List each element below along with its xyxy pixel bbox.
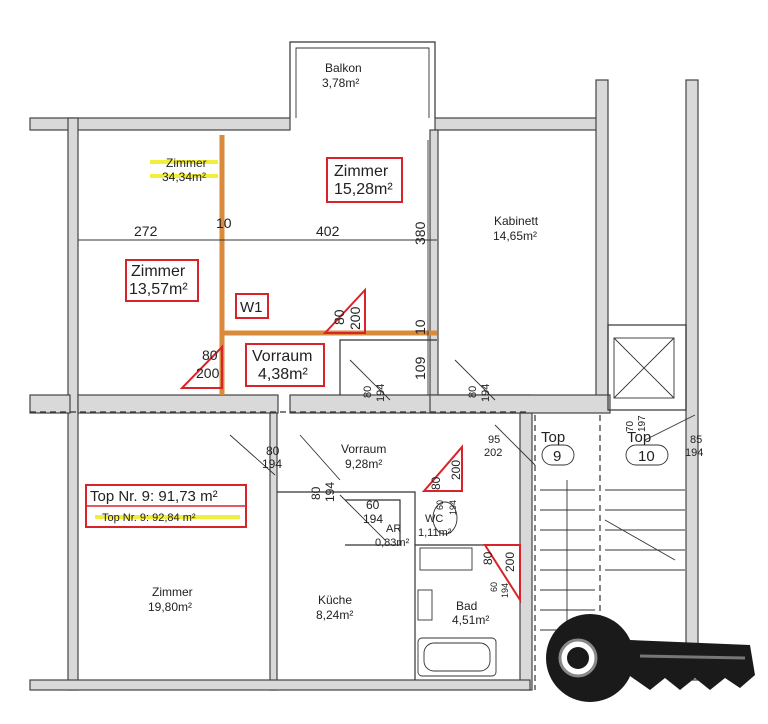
balcony	[289, 41, 436, 118]
door-w: 80	[266, 444, 280, 458]
dim-10b: 10	[412, 319, 428, 335]
door-h: 194	[448, 500, 458, 515]
door-h: 202	[484, 447, 502, 459]
red-door-markers	[179, 287, 521, 604]
door-h: 194	[480, 384, 492, 402]
door-h: 197	[637, 415, 648, 432]
door-w: 80	[309, 486, 323, 500]
vorraum-name: Vorraum	[341, 442, 386, 456]
kabinett-name: Kabinett	[494, 214, 539, 228]
vorraum-small-name: Vorraum	[252, 348, 312, 365]
door-w: 95	[488, 434, 500, 446]
door-w: 80	[467, 386, 479, 398]
door-w: 80	[331, 309, 347, 325]
door-h: 200	[449, 460, 463, 480]
ar-area: 0,83m²	[375, 537, 410, 549]
vorraum-small-area: 4,38m²	[258, 366, 308, 383]
door-w: 80	[481, 551, 495, 565]
top9-area-new: Top Nr. 9: 92,84 m²	[102, 512, 196, 524]
door-h: 194	[500, 583, 510, 598]
top10-number: 10	[638, 448, 655, 465]
door-w: 70	[625, 420, 636, 432]
balcony-name: Balkon	[325, 61, 362, 75]
door-h: 194	[363, 512, 383, 526]
top9-number: 9	[553, 448, 561, 465]
zimmer-b-area: 13,57m²	[129, 281, 188, 298]
zimmer-total-area: 34,34m²	[162, 170, 206, 184]
door-h: 194	[262, 457, 282, 471]
dim-402: 402	[316, 223, 340, 239]
bad-name: Bad	[456, 599, 477, 613]
door-h: 200	[503, 552, 517, 572]
kueche-area: 8,24m²	[316, 608, 353, 622]
dim-109: 109	[412, 356, 428, 380]
balcony-area: 3,78m²	[322, 76, 359, 90]
ar-name: AR	[386, 523, 401, 535]
dim-10a: 10	[216, 215, 232, 231]
dim-380: 380	[412, 221, 428, 245]
zimmer-a-name: Zimmer	[334, 163, 389, 180]
door-swings	[229, 359, 696, 541]
door-w: 85	[690, 434, 702, 446]
bathroom-fixtures	[417, 501, 497, 677]
walls	[29, 79, 699, 691]
zimmer-a-area: 15,28m²	[334, 181, 393, 198]
door-h: 200	[196, 365, 220, 381]
top9-prefix: Top	[541, 429, 565, 446]
wc-name: WC	[425, 513, 443, 525]
door-dimensions: 80 200 80 200 80 194 80 194 80 194 80 19…	[196, 306, 703, 598]
door-h: 200	[347, 306, 363, 330]
door-w: 60	[435, 500, 445, 510]
door-h: 194	[323, 482, 337, 502]
door-w: 60	[366, 498, 380, 512]
bad-area: 4,51m²	[452, 613, 489, 627]
door-w: 60	[489, 582, 499, 592]
zimmer-c-area: 19,80m²	[148, 600, 192, 614]
dim-272: 272	[134, 223, 158, 239]
door-h: 194	[375, 384, 387, 402]
top9-area-old: Top Nr. 9: 91,73 m²	[90, 488, 218, 505]
zimmer-total-name: Zimmer	[166, 156, 207, 170]
top10-prefix: Top	[627, 429, 651, 446]
zimmer-b-name: Zimmer	[131, 263, 186, 280]
kueche-name: Küche	[318, 593, 352, 607]
door-w: 80	[202, 347, 218, 363]
w1-label: W1	[240, 299, 263, 316]
door-h: 194	[685, 447, 703, 459]
kabinett-area: 14,65m²	[493, 229, 537, 243]
door-w: 80	[362, 386, 374, 398]
zimmer-c-name: Zimmer	[152, 585, 193, 599]
wc-area: 1,11m²	[418, 527, 452, 539]
door-w: 80	[429, 476, 443, 490]
key-icon	[546, 614, 755, 702]
vorraum-area: 9,28m²	[345, 457, 382, 471]
